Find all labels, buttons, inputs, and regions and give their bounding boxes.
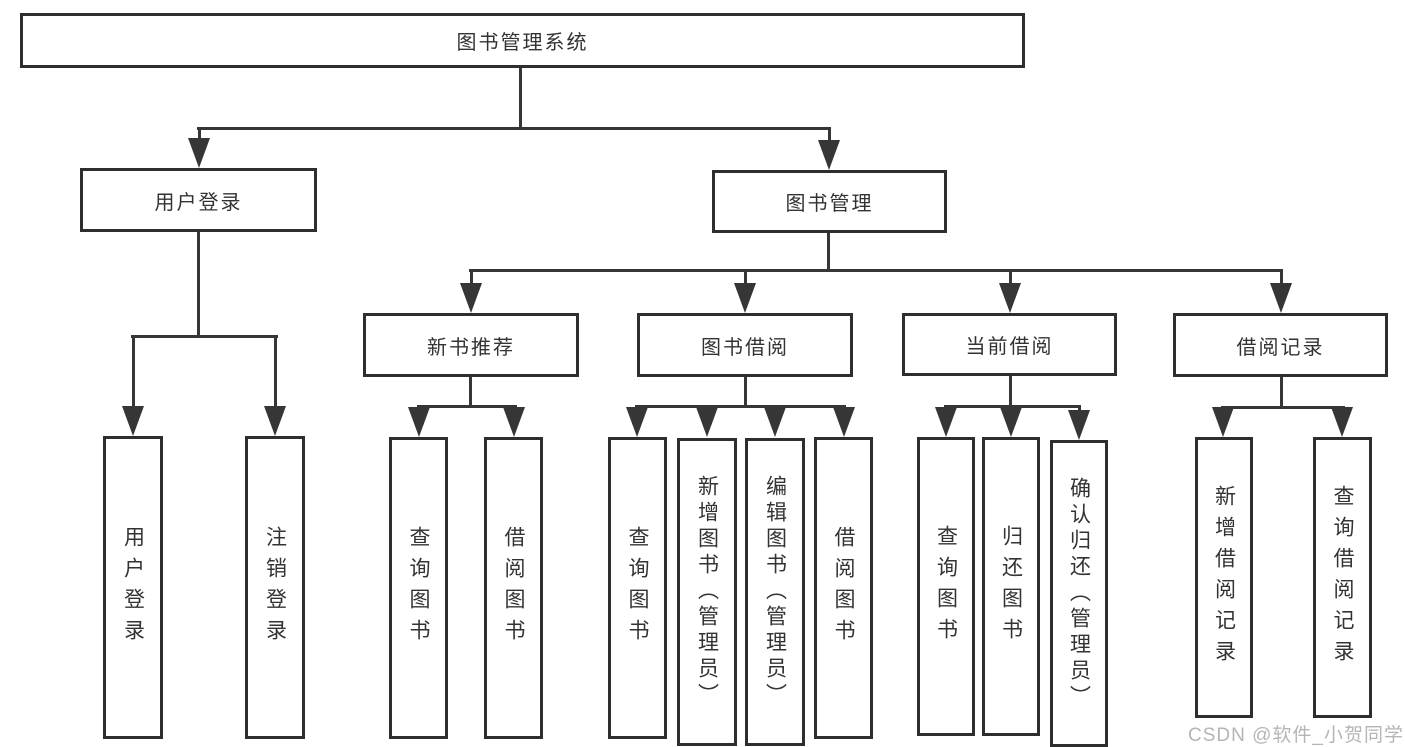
node-user-login-label: 用户登录 (154, 191, 243, 214)
leaf-query-borrow-record: 查询借阅记录 (1313, 437, 1372, 718)
arrow-down-icon (1270, 283, 1292, 313)
leaf-query-book-3-label: 查询图书 (934, 524, 958, 649)
leaf-query-book-3: 查询图书 (917, 437, 975, 736)
arrow-down-icon (734, 283, 756, 313)
leaf-query-book-2: 查询图书 (608, 437, 667, 739)
connector-stem (828, 127, 831, 151)
connector-stem (197, 232, 200, 338)
leaf-borrow-book-1-label: 借阅图书 (502, 526, 525, 650)
arrow-down-icon (460, 283, 482, 313)
connector-root-rail (197, 127, 831, 130)
arrow-down-icon (122, 406, 144, 436)
connector-rail (417, 405, 517, 408)
connector-stem (470, 269, 473, 289)
node-new-book-rec: 新书推荐 (363, 313, 579, 377)
leaf-query-book-1-label: 查询图书 (407, 526, 430, 650)
leaf-confirm-return-admin: 确认归还（管理员） (1050, 440, 1108, 747)
connector-stem (1280, 377, 1283, 409)
connector-stem (827, 233, 830, 272)
arrow-down-icon (833, 407, 855, 437)
arrow-down-icon (999, 283, 1021, 313)
arrow-down-icon (1331, 407, 1353, 437)
node-borrow-record-label: 借阅记录 (1236, 336, 1325, 359)
leaf-edit-book-admin-label: 编辑图书（管理员） (763, 475, 787, 709)
node-book-borrow-label: 图书借阅 (701, 336, 789, 359)
leaf-return-book-label: 归还图书 (999, 524, 1023, 649)
leaf-edit-book-admin: 编辑图书（管理员） (745, 438, 805, 746)
leaf-add-borrow-record-label: 新增借阅记录 (1212, 484, 1236, 671)
leaf-logout: 注销登录 (245, 436, 305, 739)
leaf-borrow-book-1: 借阅图书 (484, 437, 543, 739)
leaf-borrow-book-2-label: 借阅图书 (832, 526, 855, 650)
arrow-down-icon (188, 138, 210, 168)
leaf-borrow-book-2: 借阅图书 (814, 437, 873, 739)
leaf-add-book-admin-label: 新增图书（管理员） (695, 475, 719, 709)
leaf-query-borrow-record-label: 查询借阅记录 (1331, 484, 1354, 671)
connector-rail (469, 269, 1283, 272)
leaf-logout-label: 注销登录 (263, 525, 287, 650)
connector-stem (744, 377, 747, 408)
node-root-label: 图书管理系统 (456, 32, 589, 54)
leaf-user-login-label: 用户登录 (121, 525, 145, 650)
node-book-borrow: 图书借阅 (637, 313, 853, 377)
connector-rail (131, 335, 278, 338)
connector-stem (744, 269, 747, 289)
node-book-mgmt-label: 图书管理 (785, 193, 874, 215)
connector-stem (1280, 269, 1283, 289)
arrow-down-icon (626, 407, 648, 437)
arrow-down-icon (818, 140, 840, 170)
arrow-down-icon (764, 407, 786, 437)
connector-stem (132, 335, 135, 413)
csdn-watermark: CSDN @软件_小贺同学 (1188, 725, 1404, 746)
arrow-down-icon (1000, 407, 1022, 437)
arrow-down-icon (408, 407, 430, 437)
leaf-query-book-2-label: 查询图书 (626, 526, 649, 650)
leaf-add-book-admin: 新增图书（管理员） (677, 438, 737, 746)
arrow-down-icon (696, 407, 718, 437)
connector-stem (469, 377, 472, 408)
node-new-book-rec-label: 新书推荐 (427, 336, 515, 359)
connector-rail (1221, 406, 1345, 409)
node-book-mgmt: 图书管理 (712, 170, 947, 233)
node-current-borrow: 当前借阅 (902, 313, 1117, 376)
arrow-down-icon (264, 406, 286, 436)
leaf-add-borrow-record: 新增借阅记录 (1195, 437, 1253, 718)
node-borrow-record: 借阅记录 (1173, 313, 1388, 377)
connector-stem (1009, 376, 1012, 408)
connector-root-stem (519, 68, 522, 128)
connector-stem (1009, 269, 1012, 289)
node-current-borrow-label: 当前借阅 (965, 336, 1054, 358)
leaf-return-book: 归还图书 (982, 437, 1040, 736)
leaf-user-login: 用户登录 (103, 436, 163, 739)
leaf-query-book-1: 查询图书 (389, 437, 448, 739)
node-user-login: 用户登录 (80, 168, 317, 232)
connector-rail (635, 405, 846, 408)
leaf-confirm-return-admin-label: 确认归还（管理员） (1067, 476, 1091, 711)
arrow-down-icon (1212, 407, 1234, 437)
connector-stem (274, 335, 277, 413)
arrow-down-icon (503, 407, 525, 437)
arrow-down-icon (1068, 410, 1090, 440)
node-root: 图书管理系统 (20, 13, 1025, 68)
arrow-down-icon (935, 407, 957, 437)
